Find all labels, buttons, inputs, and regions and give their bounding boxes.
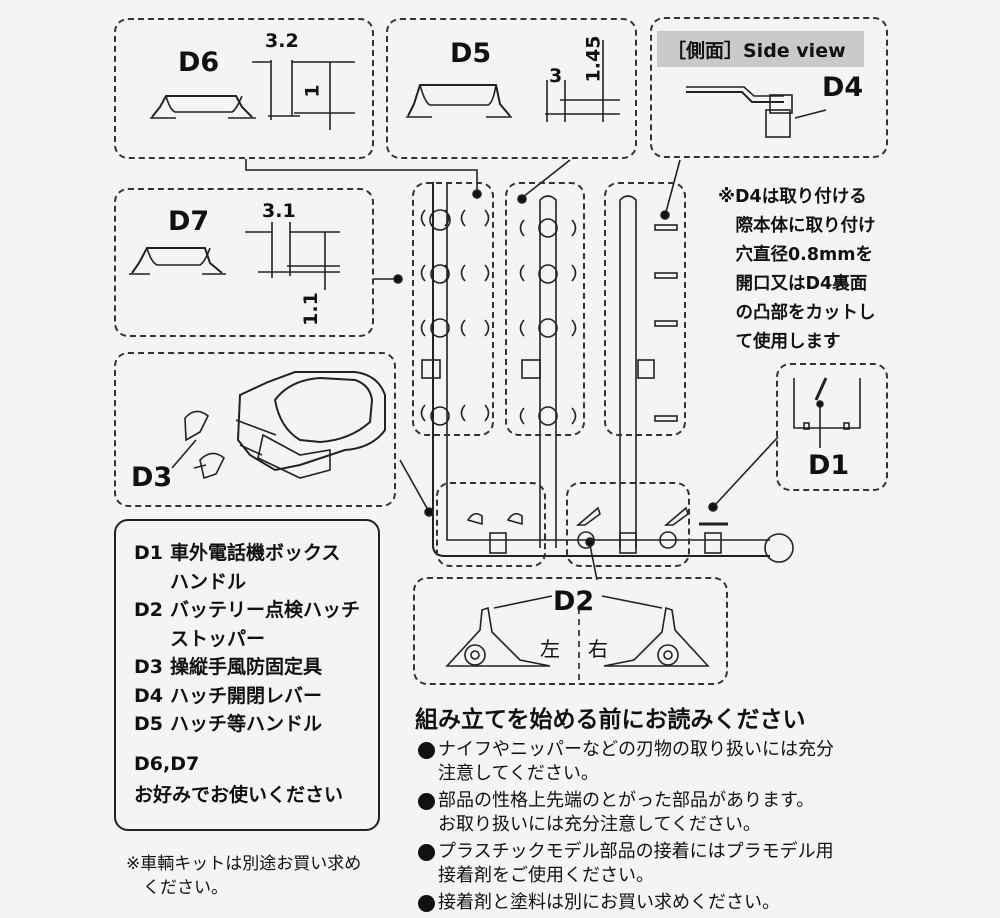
bullet-text: ナイフやニッパーなどの刃物の取り扱いには充分 注意してください。 <box>438 739 834 784</box>
d7-box <box>114 188 374 337</box>
sprue-box-5 <box>566 482 690 567</box>
legend-row: D4 ハッチ開閉レバー <box>134 682 378 711</box>
list-item: 接着剤と塗料は別にお買い求めください。 <box>418 891 888 915</box>
sprue-box-3 <box>604 182 686 436</box>
d5-box <box>386 18 637 159</box>
d4-note: ※D4は取り付ける 際本体に取り付け 穴直径0.8mmを 開口又はD4裏面 の凸… <box>718 187 876 352</box>
bullet-text: 接着剤と塗料は別にお買い求めください。 <box>438 892 780 913</box>
footnote: ※車輌キットは別途お買い求め ください。 <box>126 854 362 898</box>
legend-text: ハッチ開閉レバー <box>170 684 323 707</box>
list-item: 部品の性格上先端のとがった部品があります。 お取り扱いには充分注意してください。 <box>418 789 888 837</box>
d7-dim-height: 1.1 <box>299 292 322 326</box>
d2-label: D2 <box>553 586 595 617</box>
d6-dim-width: 3.2 <box>265 30 299 52</box>
legend-text: ストッパー <box>170 627 266 650</box>
legend-code: D5 <box>134 713 163 735</box>
d6-dim-height: 1 <box>301 84 324 98</box>
d5-dim-width: 3 <box>549 65 563 87</box>
sprue-box-4 <box>436 482 546 567</box>
d1-box <box>776 363 888 491</box>
list-item: ナイフやニッパーなどの刃物の取り扱いには充分 注意してください。 <box>418 738 888 786</box>
d2-left-label: 左 <box>540 637 560 661</box>
legend-row: D1 車外電話機ボックス <box>134 539 378 568</box>
legend-code: D3 <box>134 656 163 678</box>
legend-text: ハンドル <box>170 570 247 593</box>
d6-label: D6 <box>178 47 220 78</box>
legend-text: 操縦手風防固定具 <box>170 656 323 678</box>
legend-text: ハッチ等ハンドル <box>170 713 323 735</box>
bullet-icon <box>418 844 435 861</box>
d3-box <box>114 352 396 507</box>
legend-code <box>134 568 170 597</box>
legend-code: D1 <box>134 542 163 564</box>
side-view-header: ［側面］Side view <box>657 31 864 67</box>
sprue-box-2 <box>505 182 585 436</box>
read-first-list: ナイフやニッパーなどの刃物の取り扱いには充分 注意してください。 部品の性格上先… <box>418 738 888 918</box>
d5-label: D5 <box>450 38 492 69</box>
bullet-icon <box>418 793 435 810</box>
legend-row: D3 操縦手風防固定具 <box>134 653 378 682</box>
legend-code <box>134 625 170 654</box>
bullet-icon <box>418 742 435 759</box>
d3-label: D3 <box>131 462 173 493</box>
parts-legend: D1 車外電話機ボックス ハンドル D2 バッテリー点検ハッチ ストッパー D3 操縦… <box>114 519 380 831</box>
legend-text: バッテリー点検ハッチ <box>170 599 361 621</box>
d2-box <box>413 577 728 685</box>
d4-box <box>650 17 888 158</box>
sprue-box-1 <box>412 182 494 436</box>
bullet-icon <box>418 895 435 912</box>
d6-box <box>114 18 374 159</box>
legend-row: D5 ハッチ等ハンドル <box>134 710 378 739</box>
bullet-text: 部品の性格上先端のとがった部品があります。 お取り扱いには充分注意してください。 <box>438 790 815 835</box>
d2-right-label: 右 <box>588 637 608 661</box>
legend-text: 車外電話機ボックス <box>170 542 341 564</box>
d1-label: D1 <box>808 450 850 481</box>
d4-label: D4 <box>822 72 864 103</box>
legend-row: D2 バッテリー点検ハッチ <box>134 596 378 625</box>
legend-row: ハンドル <box>134 568 378 597</box>
read-first-title: 組み立てを始める前にお読みください <box>415 707 806 733</box>
d7-dim-width: 3.1 <box>262 200 296 222</box>
d7-label: D7 <box>168 206 210 237</box>
bullet-text: プラスチックモデル部品の接着にはプラモデル用 接着剤をご使用ください。 <box>438 841 834 886</box>
legend-code: D2 <box>134 599 163 621</box>
legend-code: D4 <box>134 684 163 707</box>
list-item: プラスチックモデル部品の接着にはプラモデル用 接着剤をご使用ください。 <box>418 840 888 888</box>
d5-dim-height: 1.45 <box>582 35 605 83</box>
side-view-title: ［側面］Side view <box>667 40 846 62</box>
legend-note-text: お好みでお使いください <box>134 783 344 806</box>
legend-row: ストッパー <box>134 625 378 654</box>
legend-note-codes: D6,D7 <box>134 752 200 775</box>
